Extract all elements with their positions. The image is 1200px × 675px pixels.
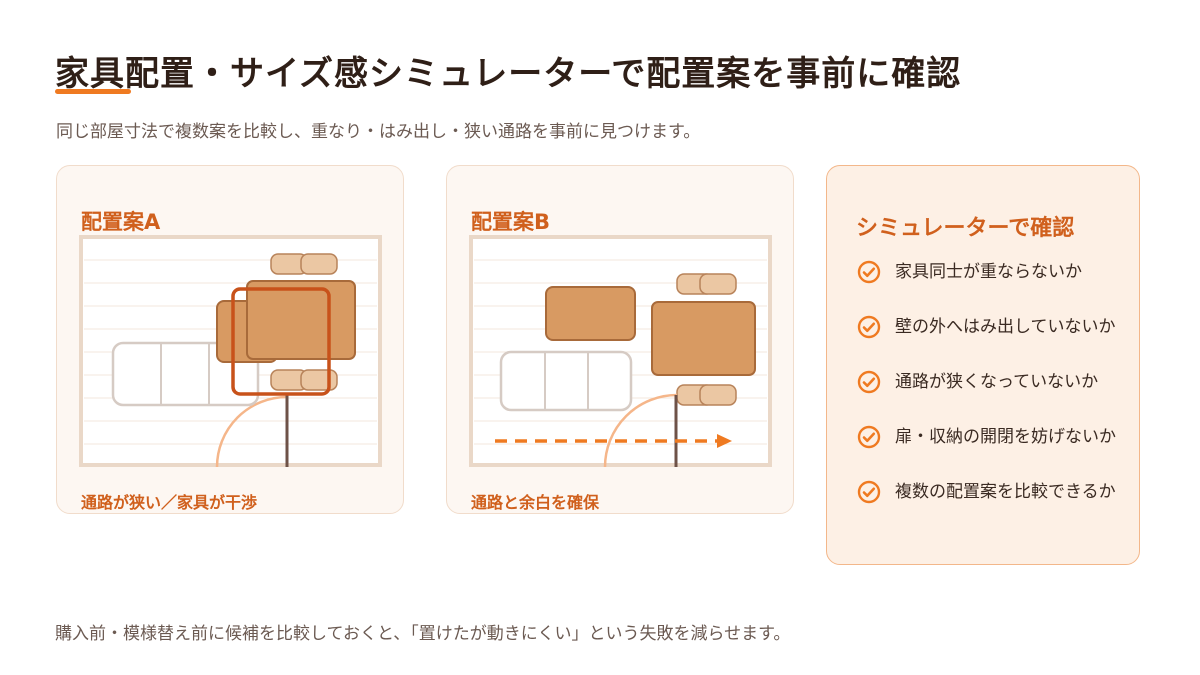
- walkway-arrowhead: [717, 434, 732, 448]
- checklist-item: 扉・収納の開閉を妨げないか: [857, 425, 1116, 480]
- checklist-title: シミュレーターで確認: [856, 216, 1075, 241]
- plan-b-label: 配置案B: [471, 210, 551, 234]
- checklist-item: 通路が狭くなっていないか: [857, 370, 1116, 425]
- plan-b-card: 配置案B 通路と余白を確保: [446, 165, 794, 514]
- footer-note: 購入前・模様替え前に候補を比較しておくと、「置けたが動きにくい」という失敗を減ら…: [55, 624, 791, 644]
- plan-b-floorplan: [469, 235, 772, 468]
- sofa: [499, 350, 633, 412]
- plan-a-card: 配置案A 通路が狭い／家具が干渉: [56, 165, 404, 514]
- chair: [300, 253, 338, 275]
- checklist-item-label: 扉・収納の開閉を妨げないか: [895, 427, 1116, 447]
- checklist-item-label: 通路が狭くなっていないか: [895, 372, 1099, 392]
- checklist-item: 複数の配置案を比較できるか: [857, 480, 1116, 535]
- door-swing-arc: [603, 393, 678, 468]
- plan-a-caption: 通路が狭い／家具が干渉: [81, 493, 258, 512]
- chair: [699, 384, 737, 406]
- checklist: 家具同士が重ならないか 壁の外へはみ出していないか 通路が狭くなっていないか 扉…: [857, 260, 1116, 535]
- checklist-item-label: 複数の配置案を比較できるか: [895, 482, 1116, 502]
- checklist-item: 壁の外へはみ出していないか: [857, 315, 1116, 370]
- check-circle-icon: [857, 480, 881, 504]
- side-cabinet: [545, 286, 636, 341]
- dining-table: [651, 301, 756, 376]
- chair: [699, 273, 737, 295]
- title-underline: [55, 89, 131, 94]
- dining-table: [246, 280, 356, 360]
- interference-highlight: [231, 287, 331, 396]
- chair: [300, 369, 338, 391]
- page-title: 家具配置・サイズ感シミュレーターで配置案を事前に確認: [55, 54, 962, 94]
- check-circle-icon: [857, 260, 881, 284]
- checklist-item: 家具同士が重ならないか: [857, 260, 1116, 315]
- plan-b-caption: 通路と余白を確保: [471, 493, 600, 512]
- plan-a-floorplan: [79, 235, 382, 468]
- checklist-item-label: 家具同士が重ならないか: [895, 262, 1082, 282]
- page-subtitle: 同じ部屋寸法で複数案を比較し、重なり・はみ出し・狭い通路を事前に見つけます。: [56, 122, 701, 142]
- checklist-item-label: 壁の外へはみ出していないか: [895, 317, 1116, 337]
- checklist-panel: シミュレーターで確認 家具同士が重ならないか 壁の外へはみ出していないか 通路が…: [826, 165, 1140, 565]
- door-swing-arc: [215, 395, 288, 468]
- check-circle-icon: [857, 370, 881, 394]
- check-circle-icon: [857, 425, 881, 449]
- plan-a-label: 配置案A: [81, 210, 161, 234]
- check-circle-icon: [857, 315, 881, 339]
